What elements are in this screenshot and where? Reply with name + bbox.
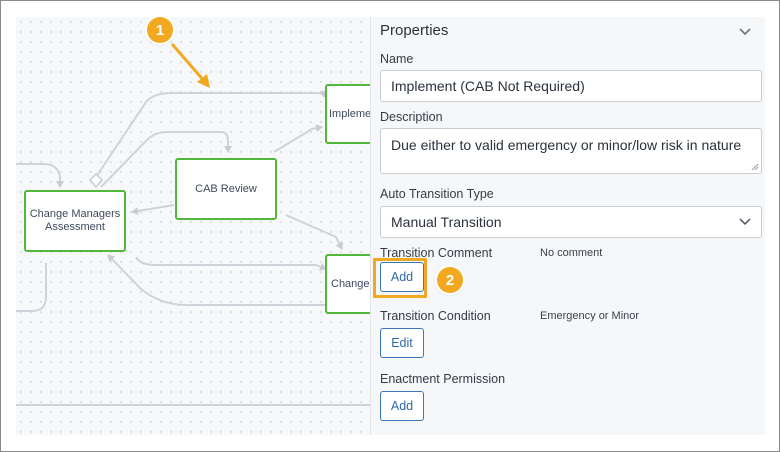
properties-title: Properties [380, 22, 449, 39]
connector-to-cab [100, 131, 232, 188]
workflow-canvas[interactable]: Change Managers Assessment CAB Review Im… [16, 17, 370, 435]
node-change[interactable]: Change [325, 254, 370, 314]
enactment-permission-add-button[interactable]: Add [380, 391, 424, 421]
connector-cab-to-implement [273, 124, 323, 153]
transition-comment-value: No comment [540, 247, 603, 259]
name-input[interactable]: Implement (CAB Not Required) [380, 70, 762, 102]
transition-comment-add-button[interactable]: Add [380, 262, 424, 292]
diamond-marker [88, 172, 104, 189]
node-cab-review[interactable]: CAB Review [175, 158, 277, 220]
transition-condition-value: Emergency or Minor [540, 310, 640, 322]
auto-transition-type-label: Auto Transition Type [380, 187, 494, 201]
description-label: Description [380, 110, 443, 124]
resize-handle-icon[interactable] [751, 163, 759, 171]
connector-assessment-to-change [135, 256, 327, 271]
callout-badge-1: 1 [147, 17, 173, 43]
node-implement[interactable]: Impleme [325, 84, 370, 144]
description-textarea-value: Due either to valid emergency or minor/l… [391, 137, 742, 153]
node-change-managers-assessment[interactable]: Change Managers Assessment [24, 190, 126, 252]
auto-transition-type-value: Manual Transition [391, 214, 502, 230]
properties-panel: Properties Name Implement (CAB Not Requi… [370, 17, 765, 435]
workflow-connectors [16, 90, 370, 406]
name-input-value: Implement (CAB Not Required) [391, 78, 585, 94]
callout-badge-2: 2 [437, 267, 463, 293]
transition-comment-label: Transition Comment [380, 246, 493, 260]
connector-to-implement [95, 90, 328, 178]
connector-cab-to-change [285, 214, 343, 250]
chevron-down-icon [739, 218, 751, 226]
auto-transition-type-select[interactable]: Manual Transition [380, 206, 762, 238]
chevron-down-icon[interactable] [739, 23, 751, 41]
transition-condition-edit-button[interactable]: Edit [380, 328, 424, 358]
callout-highlight-box [373, 258, 427, 298]
enactment-permission-label: Enactment Permission [380, 372, 506, 386]
connector-cab-to-assessment [131, 204, 175, 215]
connector-left-in [16, 163, 64, 188]
name-label: Name [380, 52, 414, 66]
transition-condition-label: Transition Condition [380, 309, 491, 323]
connector-left-out [16, 263, 47, 312]
connector-change-to-assessment [107, 254, 326, 306]
description-textarea[interactable]: Due either to valid emergency or minor/l… [380, 128, 762, 174]
